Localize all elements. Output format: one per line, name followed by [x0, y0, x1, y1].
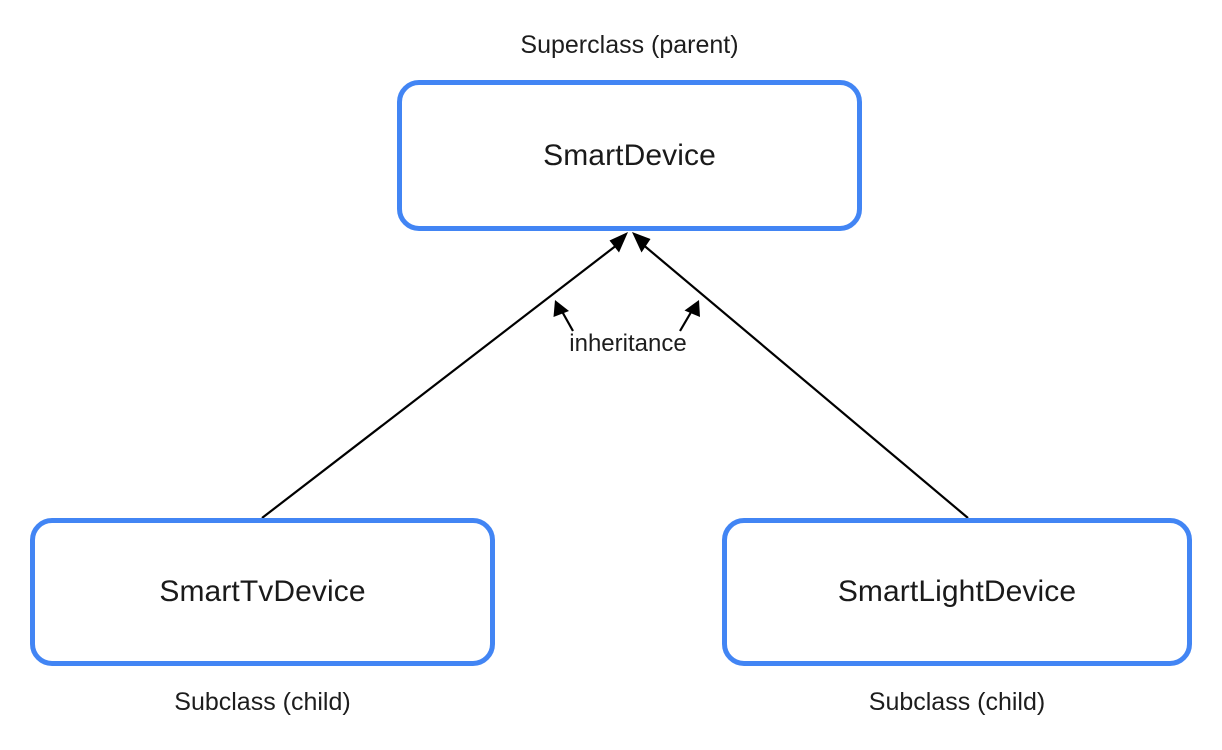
inheritance-edge-tv [261, 232, 628, 519]
inheritance-relation-label: inheritance [569, 330, 687, 357]
class-box-smartlightdevice-label: SmartLightDevice [837, 575, 1077, 608]
class-box-smartdevice-label: SmartDevice [543, 138, 716, 172]
smarttvdevice-role-label: Subclass (child) [174, 688, 351, 716]
inheritance-pointer-left-icon [553, 300, 574, 332]
class-box-smarttvdevice-label: SmartTvDevice [159, 575, 366, 608]
inheritance-pointer-right-icon [679, 300, 700, 332]
class-box-smarttvdevice[interactable]: SmartTvDevice [30, 518, 495, 666]
class-box-smartdevice[interactable]: SmartDevice [397, 80, 862, 231]
smartlightdevice-role-label: Subclass (child) [868, 688, 1046, 716]
superclass-role-label: Superclass (parent) [520, 31, 739, 59]
inheritance-edge-light [632, 232, 969, 519]
class-box-smartlightdevice[interactable]: SmartLightDevice [722, 518, 1192, 666]
